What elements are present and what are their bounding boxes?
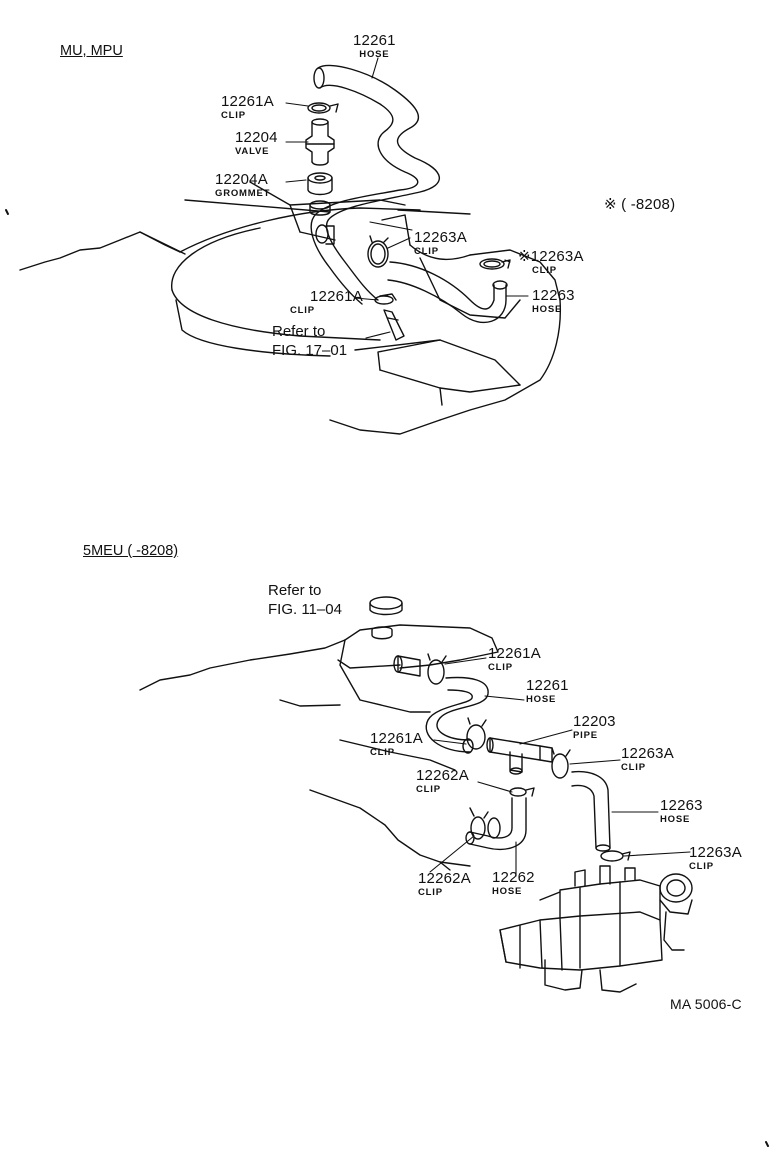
bottom-clip-12263a-pipe xyxy=(551,747,571,779)
bottom-hose-12262 xyxy=(465,797,527,851)
bottom-clip-12262a-upper xyxy=(509,787,535,797)
bottom-part-12263a-pipe: 12263A CLIP xyxy=(621,746,674,773)
part-number: 12262A xyxy=(416,767,469,784)
part-number: ※12263A xyxy=(518,248,584,265)
part-number: 12263 xyxy=(532,287,575,304)
part-name: CLIP xyxy=(370,747,395,758)
pipe-12203 xyxy=(486,737,553,775)
top-figure-reference: Refer to FIG. 17–01 xyxy=(272,322,347,360)
bottom-clip-12262a-lower xyxy=(469,807,501,840)
refer-figure-text: FIG. 17–01 xyxy=(272,342,348,359)
bottom-clip-12261a-upper xyxy=(393,653,447,685)
part-name: CLIP xyxy=(290,305,315,316)
part-name: CLIP xyxy=(416,784,441,795)
part-name: HOSE xyxy=(526,694,557,705)
part-number: 12261A xyxy=(370,730,423,747)
part-name: CLIP xyxy=(689,861,714,872)
top-clip-12263a xyxy=(367,235,389,268)
top-part-12204a: 12204A GROMMET xyxy=(215,172,270,199)
bottom-clip-12261a-lower xyxy=(466,717,487,750)
bottom-part-12261a-lower: 12261A CLIP xyxy=(370,731,423,758)
part-number: 12204 xyxy=(235,129,278,146)
bottom-part-12262a-upper: 12262A CLIP xyxy=(416,768,469,795)
top-leader-lines xyxy=(285,57,529,339)
part-number: 12263A xyxy=(414,229,467,246)
top-variant-heading: MU, MPU xyxy=(60,43,123,59)
top-note-date-range: ※ ( -8208) xyxy=(604,196,676,213)
part-name: GROMMET xyxy=(215,188,271,199)
part-name: HOSE xyxy=(532,304,563,315)
part-name: VALVE xyxy=(235,146,270,157)
part-name: CLIP xyxy=(532,265,557,276)
part-name: HOSE xyxy=(660,814,691,825)
bottom-part-12263a-lower: 12263A CLIP xyxy=(689,845,742,872)
bottom-variant-heading: 5MEU ( -8208) xyxy=(83,543,179,559)
loose-clip-12263a xyxy=(479,258,511,270)
part-name: CLIP xyxy=(221,110,246,121)
refer-to-text: Refer to xyxy=(272,323,326,340)
top-hose-12263 xyxy=(387,261,508,324)
top-part-12263a: 12263A CLIP xyxy=(414,230,467,257)
oil-filler-cap xyxy=(369,596,403,616)
bottom-part-12203: 12203 PIPE xyxy=(573,714,616,741)
part-name: CLIP xyxy=(414,246,439,257)
part-name: HOSE xyxy=(492,886,523,897)
grommet-12204a xyxy=(307,172,335,245)
top-part-12263: 12263 HOSE xyxy=(532,288,575,315)
part-name: HOSE xyxy=(359,49,390,60)
carburetor-assembly xyxy=(499,865,693,993)
bottom-part-12261: 12261 HOSE xyxy=(526,678,569,705)
part-number: 12261 xyxy=(526,677,569,694)
bottom-leader-lines xyxy=(429,657,691,877)
bottom-part-12262a-lower: 12262A CLIP xyxy=(418,871,471,898)
refer-figure-text: FIG. 11–04 xyxy=(268,601,342,618)
top-part-12261: 12261 HOSE xyxy=(353,33,396,60)
bottom-engine-outline xyxy=(139,624,499,871)
top-clip-12261a xyxy=(307,102,339,114)
part-name: PIPE xyxy=(573,730,598,741)
bottom-hose-12263 xyxy=(571,770,611,852)
part-name: CLIP xyxy=(488,662,513,673)
bottom-part-12263: 12263 HOSE xyxy=(660,798,703,825)
top-part-12261a: 12261A CLIP xyxy=(221,94,274,121)
part-number: 12262 xyxy=(492,869,535,886)
part-number: 12263 xyxy=(660,797,703,814)
top-part-12263a-marked: ※12263A CLIP xyxy=(518,249,584,276)
part-number: 12261 xyxy=(353,32,396,49)
part-number: 12261A xyxy=(488,645,541,662)
top-part-12261a-lower: 12261A CLIP xyxy=(290,289,363,316)
refer-to-text: Refer to xyxy=(268,582,322,599)
top-part-12204: 12204 VALVE xyxy=(235,130,278,157)
part-number: 12203 xyxy=(573,713,616,730)
part-number: 12261A xyxy=(310,288,363,305)
bottom-part-12262: 12262 HOSE xyxy=(492,870,535,897)
part-name: CLIP xyxy=(621,762,646,773)
part-number: 12262A xyxy=(418,870,471,887)
part-number: 12263A xyxy=(621,745,674,762)
part-number: 12263A xyxy=(689,844,742,861)
bottom-hose-12261 xyxy=(425,676,489,754)
part-name: CLIP xyxy=(418,887,443,898)
bottom-figure-reference: Refer to FIG. 11–04 xyxy=(268,581,342,619)
part-number: 12204A xyxy=(215,171,268,188)
bottom-clip-12263a-lower xyxy=(600,850,631,862)
bottom-part-12261a-upper: 12261A CLIP xyxy=(488,646,541,673)
top-clip-12261a-lower xyxy=(374,293,405,341)
top-hose-12261 xyxy=(310,64,441,305)
valve-12204 xyxy=(305,118,335,166)
figure-code: MA 5006-C xyxy=(670,996,742,1012)
part-number: 12261A xyxy=(221,93,274,110)
top-engine-outline xyxy=(19,181,562,435)
